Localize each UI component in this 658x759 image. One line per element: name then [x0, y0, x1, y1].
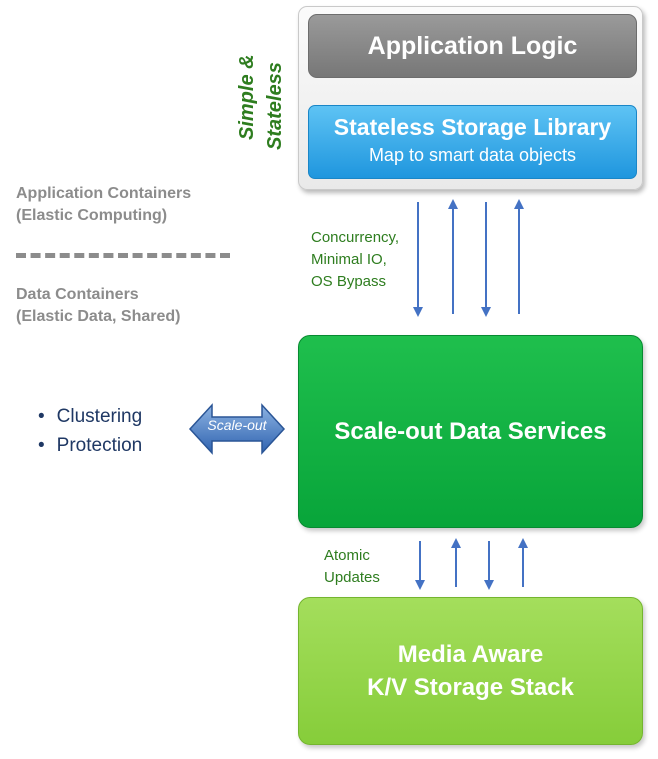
side-title-line2: Stateless — [264, 62, 286, 150]
storage-library-subtitle: Map to smart data objects — [368, 145, 577, 165]
data-services-features-list: Clustering Protection — [38, 402, 143, 460]
list-item: Protection — [38, 431, 143, 460]
scale-out-data-services-box: Scale-out Data Services — [298, 335, 643, 528]
scale-out-double-arrow — [188, 403, 286, 455]
media-aware-kv-storage-stack-box: Media Aware K/V Storage Stack — [298, 597, 643, 745]
container-divider — [16, 253, 230, 258]
application-logic-box: Application Logic — [308, 14, 637, 78]
scale-out-arrow-label: Scale-out — [207, 417, 267, 433]
concurrency-label: Concurrency, Minimal IO, OS Bypass — [311, 229, 400, 290]
side-title-line1: Simple & — [236, 54, 258, 140]
application-containers-label: Application Containers (Elastic Computin… — [16, 185, 192, 224]
data-containers-label: Data Containers (Elastic Data, Shared) — [16, 286, 181, 325]
simple-stateless-label: Simple & Stateless — [224, 40, 304, 150]
stateless-storage-library-box: Stateless Storage Library Map to smart d… — [308, 105, 637, 179]
media-stack-line2: K/V Storage Stack — [367, 674, 574, 701]
list-item: Clustering — [38, 402, 143, 431]
storage-library-title: Stateless Storage Library — [333, 114, 612, 140]
media-stack-line1: Media Aware — [397, 641, 544, 668]
atomic-updates-label: Atomic Updates — [324, 547, 380, 586]
